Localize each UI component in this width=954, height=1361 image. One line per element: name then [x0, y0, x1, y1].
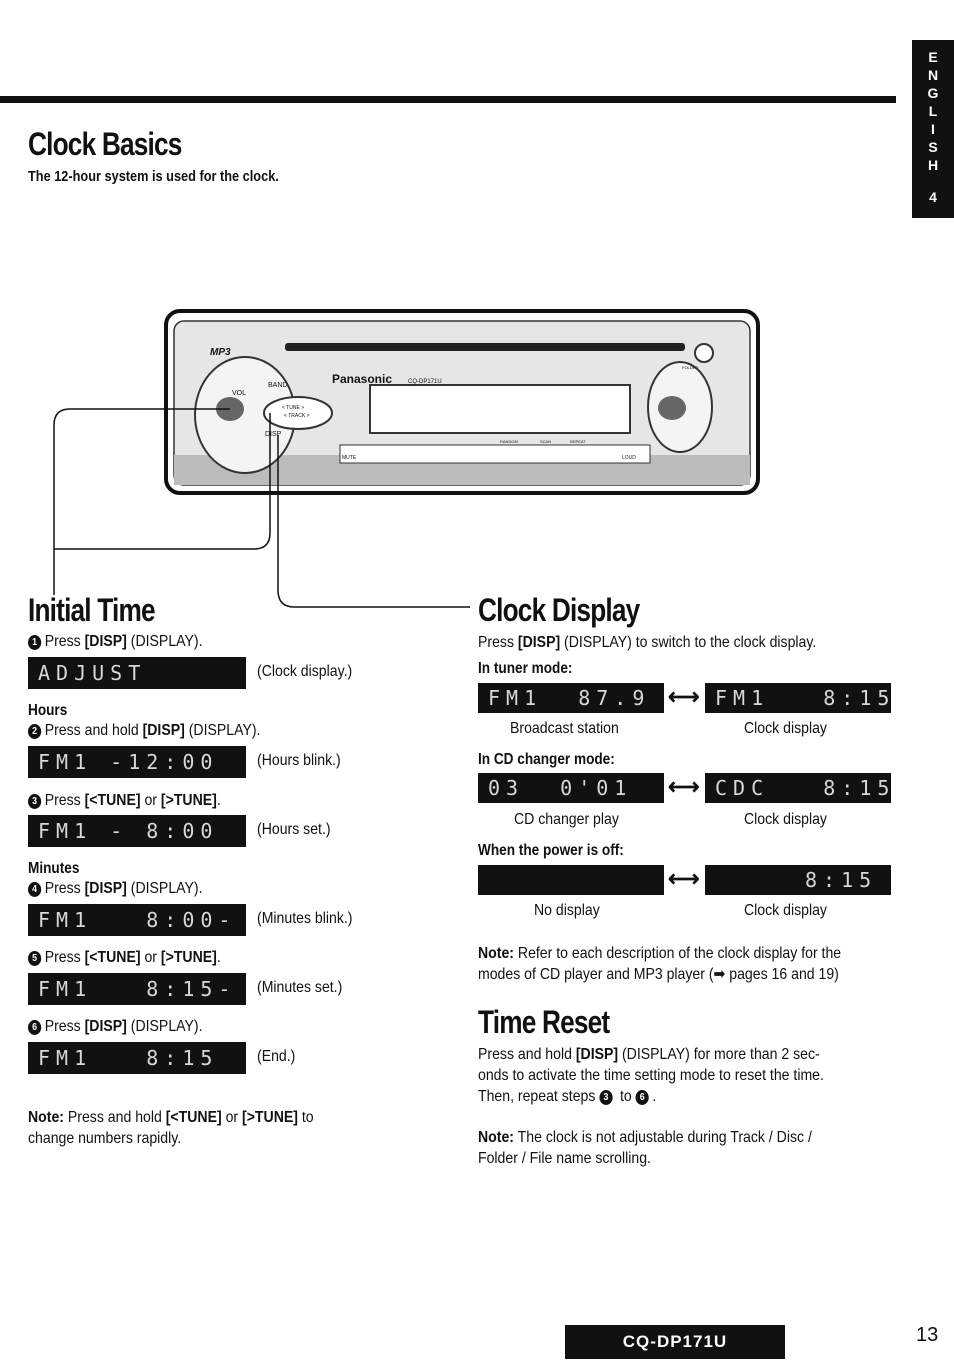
tuner-mode-label: In tuner mode:: [478, 660, 573, 677]
top-rule: [0, 96, 896, 103]
clock-display-title: Clock Display: [478, 592, 640, 628]
device-model: CQ-DP171U: [408, 379, 442, 385]
step-number: 6: [28, 1020, 42, 1035]
lcd-hours-blink: FM1 -12:00: [28, 746, 246, 778]
double-arrow-icon: ⟷: [668, 774, 700, 799]
lcd-caption: Clock display: [744, 902, 827, 919]
language-tab: E N G L I S H 4: [912, 40, 954, 218]
device-scan-label: SCAN: [540, 439, 551, 444]
lang-letter: H: [927, 157, 939, 173]
lcd-caption: (Hours blink.): [257, 752, 341, 769]
cd-changer-label: In CD changer mode:: [478, 751, 615, 768]
lcd-broadcast-station: FM1 87.9: [478, 683, 664, 713]
lcd-caption: (Hours set.): [257, 821, 331, 838]
lcd-clock-display: 8:15: [705, 865, 891, 895]
section-number: 4: [929, 189, 937, 205]
clock-display-intro: Press [DISP] (DISPLAY) to switch to the …: [478, 634, 817, 651]
device-band-label: BAND: [268, 382, 287, 389]
lcd-caption: (Minutes blink.): [257, 910, 353, 927]
lcd-minutes-set: FM1 8:15-: [28, 973, 246, 1005]
device-track-label: < TRACK >: [284, 413, 310, 419]
page-number: 13: [916, 1324, 939, 1346]
initial-time-title: Initial Time: [28, 592, 156, 628]
lang-letter: S: [928, 139, 938, 155]
lcd-cd-changer-play: 03 0'01: [478, 773, 664, 803]
lcd-minutes-blink: FM1 8:00-: [28, 904, 246, 936]
lcd-caption: Clock display: [744, 720, 827, 737]
device-tune-label: < TUNE >: [282, 405, 304, 411]
lang-letter: I: [931, 121, 935, 137]
lcd-caption: No display: [534, 902, 600, 919]
lang-letter: L: [928, 103, 938, 119]
device-loud-label: LOUD: [622, 455, 636, 461]
lcd-adjust: ADJUST: [28, 657, 246, 689]
hours-label: Hours: [28, 702, 68, 719]
lcd-caption: Clock display: [744, 811, 827, 828]
device-mp3-logo: MP3: [210, 347, 231, 358]
step-number: 6: [635, 1090, 649, 1105]
initial-time-note: Note: Press and hold [<TUNE] or [>TUNE] …: [28, 1109, 314, 1147]
lcd-clock-display: CDC 8:15: [705, 773, 891, 803]
lcd-no-display: [478, 865, 664, 895]
device-vol-label: VOL: [232, 390, 246, 397]
device-random-label: RANDOM: [500, 439, 518, 444]
lcd-caption: (End.): [257, 1048, 296, 1065]
lcd-caption: (Minutes set.): [257, 979, 343, 996]
device-disp-label: DISP: [265, 431, 282, 438]
lcd-clock-display: FM1 8:15: [705, 683, 891, 713]
footer-model-badge: CQ-DP171U: [565, 1325, 785, 1359]
double-arrow-icon: ⟷: [668, 684, 700, 709]
time-reset-title: Time Reset: [478, 1004, 610, 1040]
step-number: 5: [28, 951, 42, 966]
lcd-caption: Broadcast station: [510, 720, 619, 737]
device-repeat-label: REPEAT: [570, 439, 586, 444]
clock-display-note: Note: Refer to each description of the c…: [478, 945, 842, 983]
device-mute-label: MUTE: [342, 455, 357, 461]
lcd-hours-set: FM1 - 8:00: [28, 815, 246, 847]
step-number: 3: [28, 794, 42, 809]
lang-letter: G: [927, 85, 939, 101]
step-number: 3: [599, 1090, 613, 1105]
step-number: 1: [28, 635, 42, 650]
double-arrow-icon: ⟷: [668, 866, 700, 891]
lang-letter: E: [928, 49, 938, 65]
lcd-caption: CD changer play: [514, 811, 619, 828]
device-brand: Panasonic: [332, 372, 392, 386]
lcd-end: FM1 8:15: [28, 1042, 246, 1074]
step-number: 4: [28, 882, 42, 897]
time-reset-note: Note: The clock is not adjustable during…: [478, 1129, 812, 1167]
step-number: 2: [28, 724, 42, 739]
car-stereo-illustration: Panasonic CQ-DP171U MP3 VOL BAND < TUNE …: [53, 309, 760, 608]
device-folder-label: FOLDER: [682, 365, 698, 370]
lcd-caption: (Clock display.): [257, 663, 353, 680]
clock-basics-subtitle: The 12-hour system is used for the clock…: [28, 168, 279, 185]
power-off-label: When the power is off:: [478, 842, 624, 859]
lang-letter: N: [927, 67, 939, 83]
time-reset-body: Press and hold [DISP] (DISPLAY) for more…: [478, 1046, 824, 1105]
clock-basics-title: Clock Basics: [28, 126, 182, 162]
minutes-label: Minutes: [28, 860, 80, 877]
